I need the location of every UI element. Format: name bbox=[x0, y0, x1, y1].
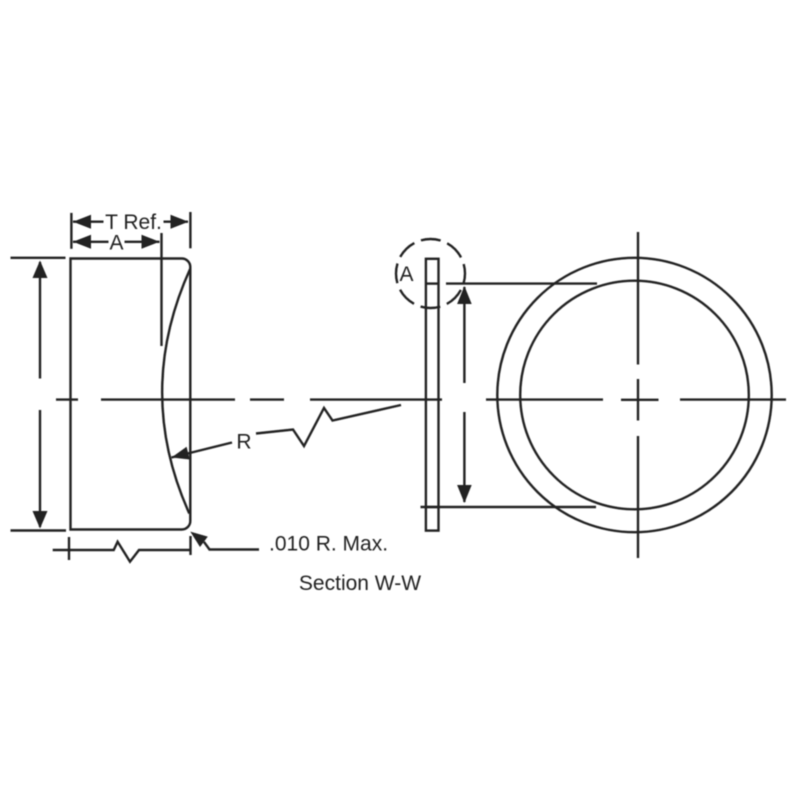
svg-text:Section W-W: Section W-W bbox=[299, 572, 421, 595]
svg-text:R: R bbox=[236, 431, 251, 454]
svg-text:T Ref.: T Ref. bbox=[105, 211, 162, 234]
svg-text:.010 R. Max.: .010 R. Max. bbox=[269, 533, 388, 556]
svg-text:A: A bbox=[109, 231, 123, 254]
svg-text:A: A bbox=[399, 263, 413, 286]
